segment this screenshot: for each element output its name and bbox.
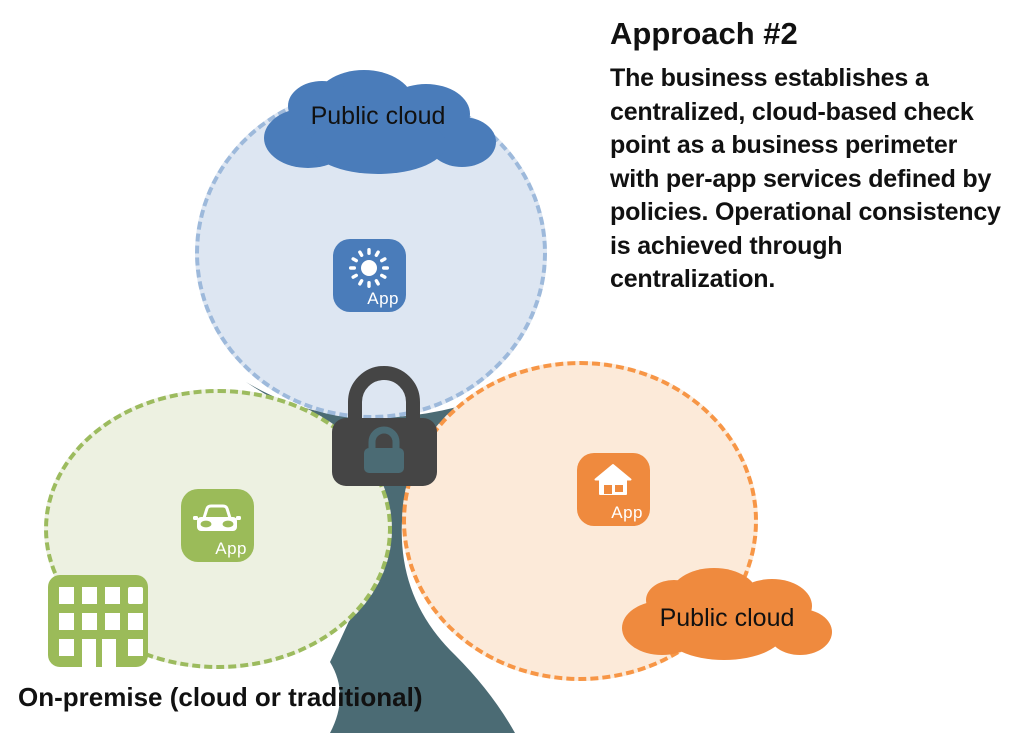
app-label: App <box>215 539 247 558</box>
cloud-shape-orange <box>622 568 832 660</box>
office-building-icon <box>48 575 148 667</box>
lock-icon <box>332 366 437 486</box>
app-label: App <box>367 289 399 308</box>
on-premise-label: On-premise (cloud or traditional) <box>18 682 423 712</box>
app-tile-sun: App <box>333 239 406 312</box>
car-icon <box>193 504 241 531</box>
home-icon <box>594 464 632 495</box>
annotation-heading: Approach #2 <box>610 16 798 51</box>
app-tile-car: App <box>181 489 254 562</box>
cloud-shape-blue <box>264 70 496 174</box>
sun-spinner-icon <box>349 248 389 288</box>
public-cloud-bottom-label: Public cloud <box>659 604 795 632</box>
app-label: App <box>611 503 643 522</box>
public-cloud-top-label: Public cloud <box>310 102 446 130</box>
app-tile-home: App <box>577 453 650 526</box>
